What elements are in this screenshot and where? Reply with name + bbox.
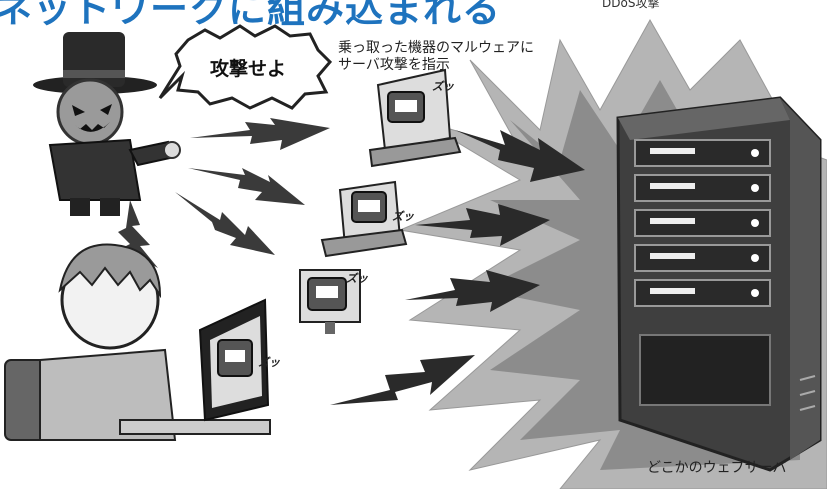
malware-caption: 乗っ取った機器のマルウェアに サーバ攻撃を指示 [338, 40, 534, 74]
malware-caption-line-2: サーバ攻撃を指示 [338, 57, 450, 73]
sound-effect-2: ズッ [392, 210, 414, 223]
attacker-character [33, 32, 181, 216]
command-arrows [118, 118, 330, 268]
infected-laptop-1 [368, 68, 462, 168]
web-server [616, 96, 822, 472]
ddos-attack-label: DDoS攻撃 [602, 0, 660, 10]
malware-caption-line-1: 乗っ取った機器のマルウェアに [338, 40, 534, 56]
server-caption: どこかのウェブサーバ [647, 460, 787, 476]
infected-device-3 [299, 269, 361, 334]
sound-effect-4: ズッ [258, 356, 280, 369]
infected-laptop-2 [320, 180, 408, 258]
sound-effect-3: ズッ [346, 272, 368, 285]
speech-bubble-text: 攻撃せよ [210, 58, 287, 80]
sound-effect-1: ズッ [432, 80, 454, 93]
speech-bubble [158, 24, 333, 110]
headline-title: ネットワークに組み込まれる [0, 0, 502, 31]
victim-user [4, 243, 271, 441]
attack-arrows [330, 130, 585, 405]
